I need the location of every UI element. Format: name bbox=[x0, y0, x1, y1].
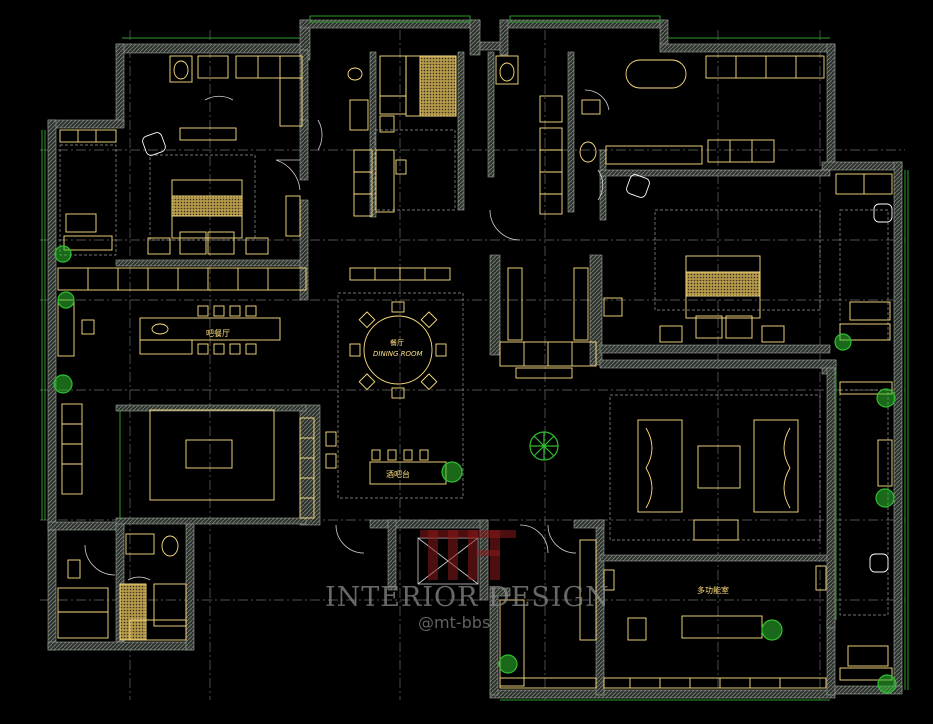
exterior-walls bbox=[47, 19, 903, 699]
plants bbox=[53, 245, 897, 694]
windows bbox=[41, 15, 909, 701]
room-label-multi-function: 多功能室 bbox=[697, 585, 729, 595]
room-label-western-dining: 吧餐厅 bbox=[206, 329, 230, 338]
armchairs bbox=[142, 132, 893, 573]
furniture bbox=[57, 55, 893, 689]
room-labels: 吧餐厅 餐厅 DINING ROOM 酒吧台 多功能室 bbox=[206, 329, 729, 595]
room-label-dining-en: DINING ROOM bbox=[373, 350, 423, 358]
room-label-bar-counter: 酒吧台 bbox=[386, 469, 410, 479]
door-swings bbox=[84, 89, 610, 581]
room-label-dining-cn: 餐厅 bbox=[390, 338, 404, 347]
elevator-shaft bbox=[417, 537, 479, 585]
